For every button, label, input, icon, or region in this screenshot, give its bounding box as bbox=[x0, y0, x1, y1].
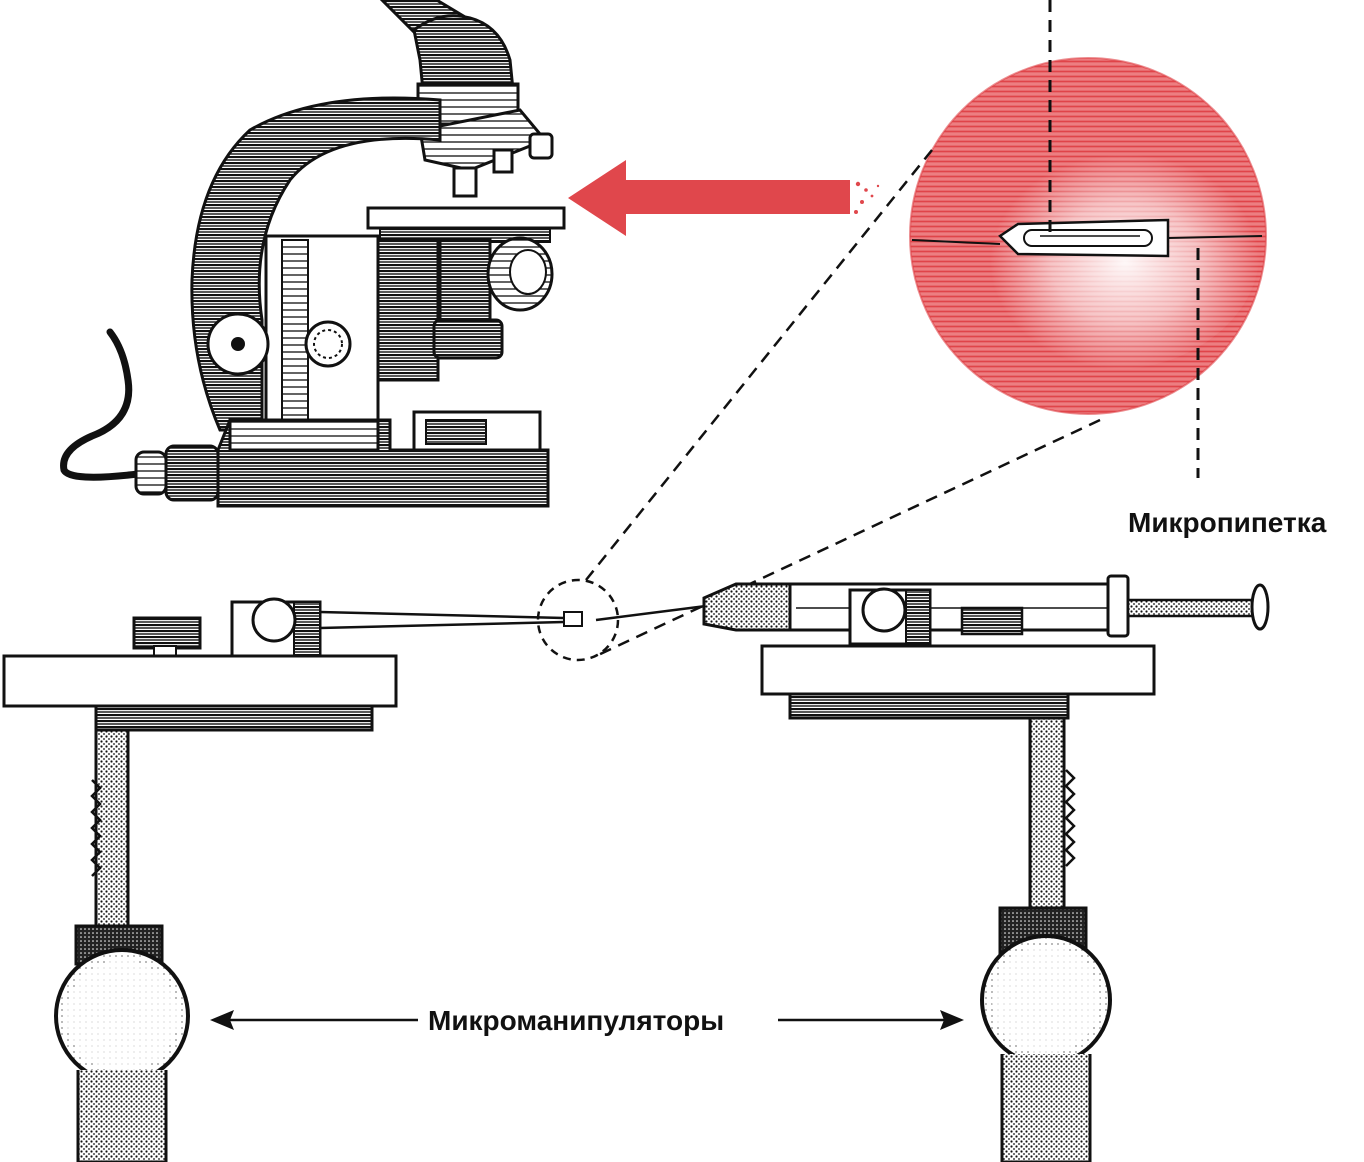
zoom-lines bbox=[536, 149, 1101, 662]
right-manipulator bbox=[595, 574, 1270, 1162]
magnified-view bbox=[909, 0, 1267, 478]
microscope-icon bbox=[60, 0, 566, 508]
arrow-left-icon bbox=[568, 160, 880, 236]
micropipette-tip bbox=[911, 218, 1263, 258]
left-manipulator bbox=[2, 597, 583, 1162]
micromanipulators-label: Микроманипуляторы bbox=[428, 1005, 724, 1036]
micropipette-label: Микропипетка bbox=[1128, 507, 1327, 538]
micromanipulators-annotation bbox=[210, 1010, 964, 1030]
syringe-icon bbox=[595, 574, 1270, 646]
